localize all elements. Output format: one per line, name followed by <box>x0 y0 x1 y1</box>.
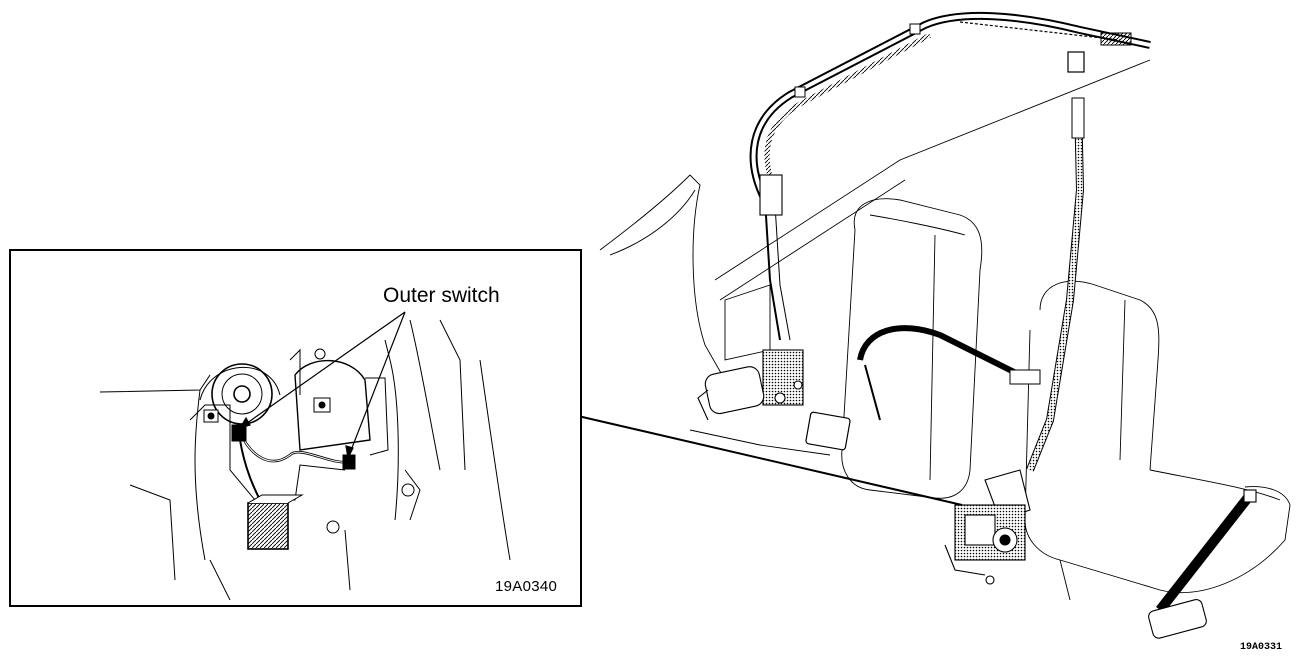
shoulder-belt <box>1026 97 1085 472</box>
shoulder-belt-rail <box>749 11 1151 202</box>
inset-detail-drawing <box>99 319 511 601</box>
front-seat <box>1024 280 1291 601</box>
inset-frame <box>9 249 582 607</box>
outer-switch-retractor <box>944 469 1031 585</box>
callout-leader-line <box>577 415 963 506</box>
inset-figure-code: 19A0340 <box>495 578 558 595</box>
car-interior-outline <box>599 59 1151 456</box>
callout-pointers <box>238 311 406 460</box>
rear-seat <box>841 198 983 499</box>
belt-harness <box>805 325 1041 451</box>
main-figure-code: 19A0331 <box>1240 642 1283 653</box>
drive-motor <box>697 174 804 421</box>
outer-switch-label: Outer switch <box>383 284 500 307</box>
seat-buckle <box>1148 489 1257 639</box>
